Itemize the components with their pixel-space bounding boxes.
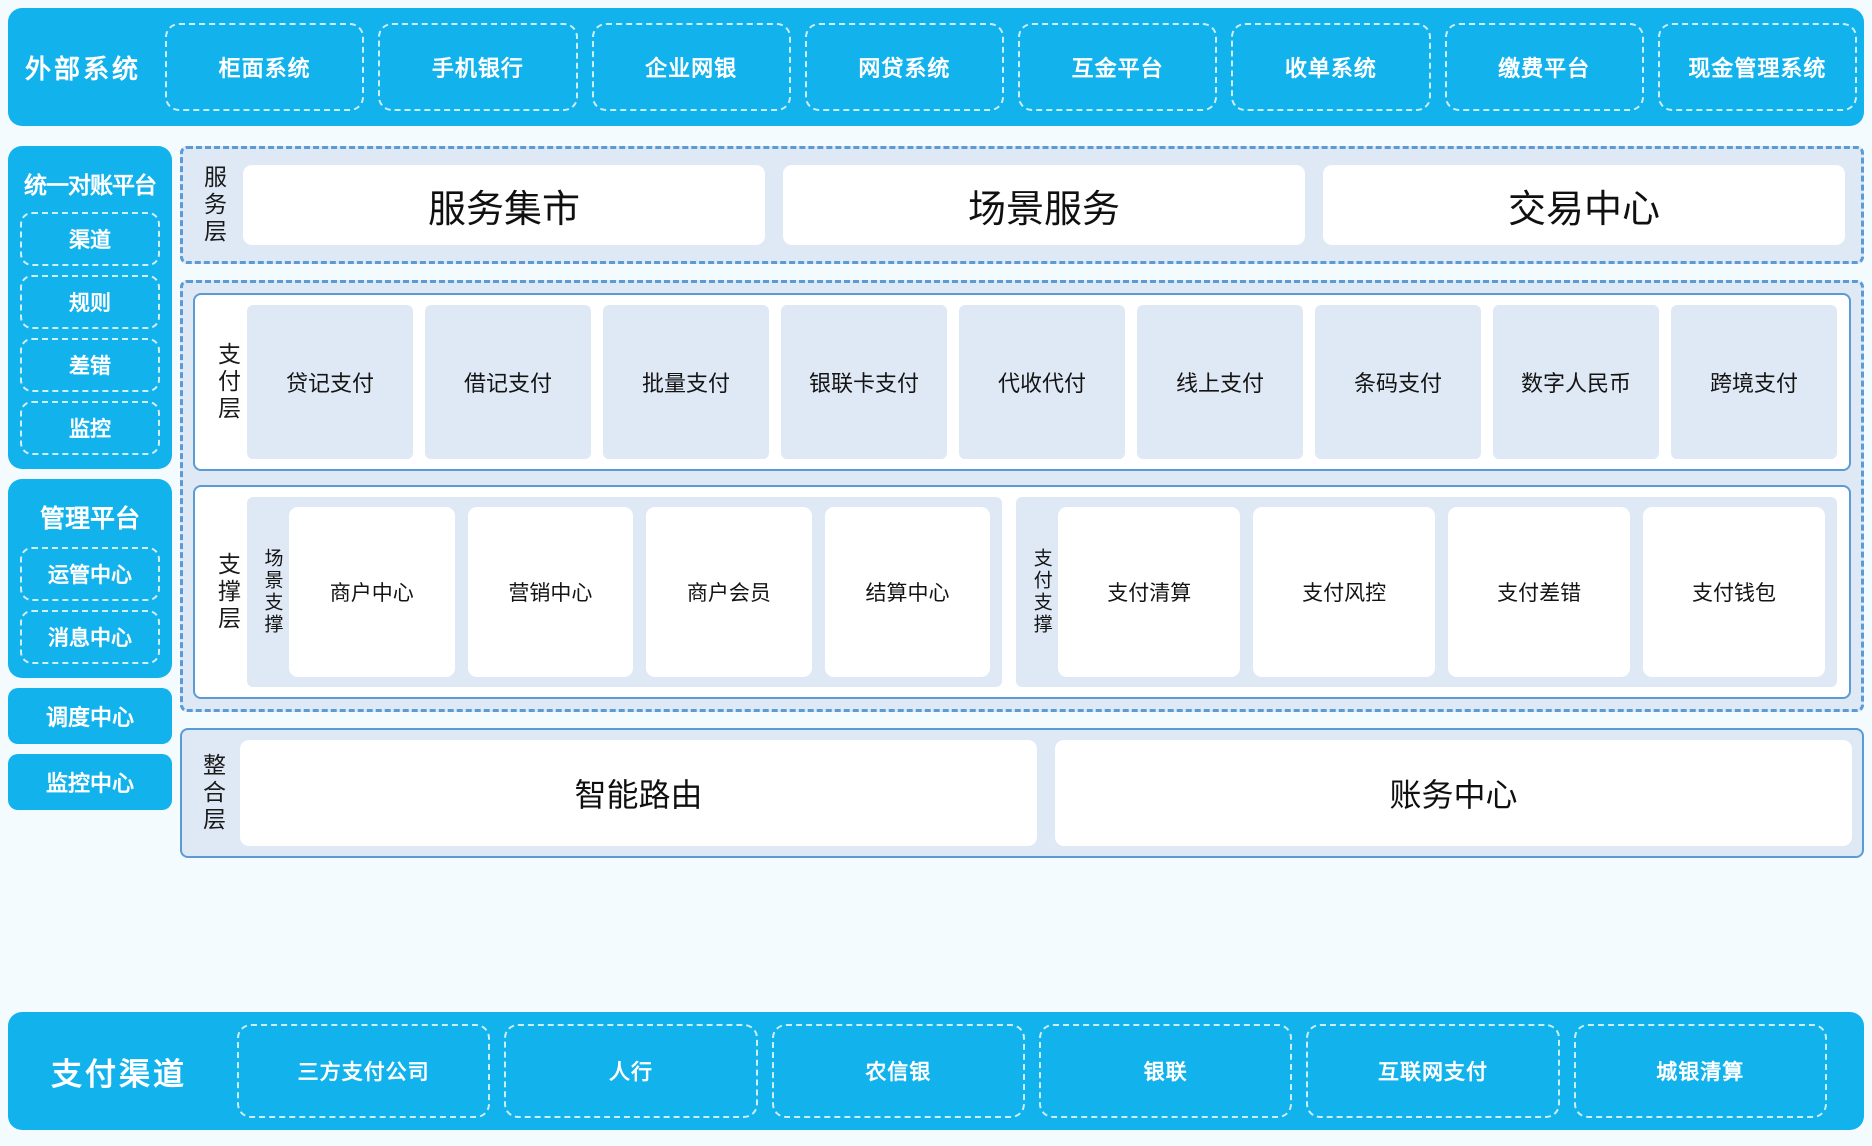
support-card-merchant-center[interactable]: 商户中心 [289,507,455,677]
payment-channel-band: 支付渠道 三方支付公司 人行 农信银 银联 互联网支付 城银清算 [8,1012,1864,1130]
payment-channel-items: 三方支付公司 人行 农信银 银联 互联网支付 城银清算 [230,1024,1864,1118]
support-card-merchant-member[interactable]: 商户会员 [646,507,812,677]
support-layer: 支撑层 场景支撑 商户中心 营销中心 商户会员 结算中心 支付支撑 [193,485,1851,699]
support-card-marketing-center[interactable]: 营销中心 [467,507,634,677]
support-card-risk-control[interactable]: 支付风控 [1253,507,1436,677]
monitoring-center-block[interactable]: 监控中心 [8,754,172,810]
management-platform-card: 管理平台 运管中心 消息中心 [8,479,172,678]
integration-layer-cards: 智能路由 账务中心 [232,740,1852,846]
management-item-operations[interactable]: 运管中心 [20,547,160,601]
service-card-scenario[interactable]: 场景服务 [783,165,1305,245]
external-system-chip[interactable]: 现金管理系统 [1657,23,1857,111]
scheduling-center-block[interactable]: 调度中心 [8,688,172,744]
integration-layer: 整合层 智能路由 账务中心 [180,728,1864,858]
service-card-transaction[interactable]: 交易中心 [1323,165,1845,245]
service-layer: 服务层 服务集市 场景服务 交易中心 [180,146,1864,264]
external-system-chip[interactable]: 互金平台 [1018,23,1218,111]
channel-chip-city-bank-clearing[interactable]: 城银清算 [1573,1024,1827,1118]
integration-layer-label: 整合层 [199,752,226,834]
external-system-chip[interactable]: 手机银行 [378,23,578,111]
layer-spacer [180,264,1864,280]
service-layer-cards: 服务集市 场景服务 交易中心 [233,159,1851,251]
external-system-chip[interactable]: 企业网银 [591,23,791,111]
payment-support-label: 支付支撑 [1030,548,1052,636]
external-systems-band: 外部系统 柜面系统 手机银行 企业网银 网贷系统 互金平台 收单系统 缴费平台 … [8,8,1864,126]
reconciliation-item-rule[interactable]: 规则 [20,275,160,329]
reconciliation-item-channel[interactable]: 渠道 [20,212,160,266]
external-systems-title: 外部系统 [24,53,141,84]
external-systems-items: 柜面系统 手机银行 企业网银 网贷系统 互金平台 收单系统 缴费平台 现金管理系… [158,23,1864,111]
management-item-message[interactable]: 消息中心 [20,610,160,664]
support-layer-label: 支撑层 [214,551,241,633]
reconciliation-platform-card: 统一对账平台 渠道 规则 差错 监控 [8,146,172,469]
payment-tile-digital-rmb[interactable]: 数字人民币 [1493,305,1659,459]
channel-chip-rural-credit[interactable]: 农信银 [771,1024,1025,1118]
payment-channel-title: 支付渠道 [51,1056,187,1092]
service-layer-label: 服务层 [200,164,227,246]
payment-support-group: 支付支撑 支付清算 支付风控 支付差错 支付钱包 [1016,497,1837,687]
support-card-error-handling[interactable]: 支付差错 [1448,507,1631,677]
main-column: 服务层 服务集市 场景服务 交易中心 支付层 贷记支付 借记支付 批量支付 银联… [180,146,1864,858]
support-card-settlement-center[interactable]: 结算中心 [824,507,991,677]
reconciliation-item-error[interactable]: 差错 [20,338,160,392]
management-platform-title: 管理平台 [39,505,140,533]
payment-tile-online[interactable]: 线上支付 [1137,305,1303,459]
reconciliation-platform-title: 统一对账平台 [24,172,157,198]
payment-tile-cross-border[interactable]: 跨境支付 [1671,305,1837,459]
support-card-wallet[interactable]: 支付钱包 [1643,507,1825,677]
scenario-support-group: 场景支撑 商户中心 营销中心 商户会员 结算中心 [247,497,1003,687]
service-card-marketplace[interactable]: 服务集市 [243,165,765,245]
external-system-chip[interactable]: 缴费平台 [1444,23,1644,111]
external-system-chip[interactable]: 网贷系统 [804,23,1004,111]
payment-tile-batch[interactable]: 批量支付 [603,305,769,459]
payment-layer: 支付层 贷记支付 借记支付 批量支付 银联卡支付 代收代付 线上支付 条码支付 … [193,293,1851,471]
payment-tile-credit[interactable]: 贷记支付 [247,305,413,459]
payment-tile-barcode[interactable]: 条码支付 [1315,305,1481,459]
channel-chip-unionpay[interactable]: 银联 [1038,1024,1293,1118]
payment-tile-unionpay-card[interactable]: 银联卡支付 [781,305,947,459]
left-rail: 统一对账平台 渠道 规则 差错 监控 管理平台 运管中心 消息中心 调度中心 监… [8,146,172,820]
reconciliation-item-monitor[interactable]: 监控 [20,401,160,455]
scenario-support-cards: 商户中心 营销中心 商户会员 结算中心 [289,507,991,677]
payment-tile-collection-payment[interactable]: 代收代付 [959,305,1125,459]
core-layers-wrapper: 支付层 贷记支付 借记支付 批量支付 银联卡支付 代收代付 线上支付 条码支付 … [180,280,1864,712]
integration-card-accounting-center[interactable]: 账务中心 [1055,740,1852,846]
channel-chip-pboc[interactable]: 人行 [504,1024,758,1118]
channel-chip-internet-payment[interactable]: 互联网支付 [1306,1024,1560,1118]
payment-layer-label: 支付层 [214,341,241,423]
external-system-chip[interactable]: 收单系统 [1231,23,1431,111]
support-layer-groups: 场景支撑 商户中心 营销中心 商户会员 结算中心 支付支撑 支付清算 支付风控 [247,497,1837,687]
support-card-clearing[interactable]: 支付清算 [1058,507,1241,677]
payment-layer-tiles: 贷记支付 借记支付 批量支付 银联卡支付 代收代付 线上支付 条码支付 数字人民… [247,305,1837,459]
payment-support-cards: 支付清算 支付风控 支付差错 支付钱包 [1058,507,1825,677]
external-system-chip[interactable]: 柜面系统 [165,23,365,111]
channel-chip-third-party[interactable]: 三方支付公司 [237,1024,491,1118]
integration-card-smart-routing[interactable]: 智能路由 [240,740,1037,846]
payment-tile-debit[interactable]: 借记支付 [425,305,591,459]
scenario-support-label: 场景支撑 [261,548,283,636]
